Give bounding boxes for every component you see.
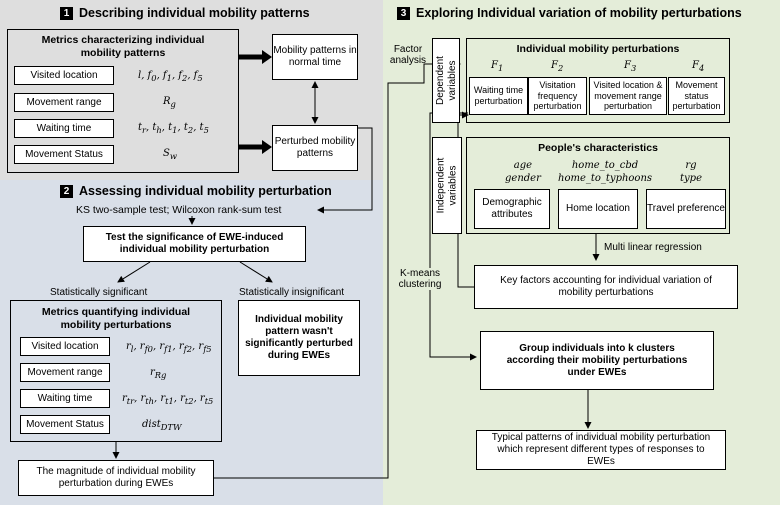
s1-movement-status: Movement Status (14, 145, 114, 164)
s1-movement-range: Movement range (14, 93, 114, 112)
var-gender: gender (505, 173, 541, 184)
kmeans-label: K-means clustering (392, 268, 448, 290)
factor-3-box: Visited location & movement range pertur… (589, 77, 667, 115)
section-2-number: 2 (60, 185, 73, 198)
section-1-number: 1 (60, 7, 73, 20)
s2-visited-location: Visited location (20, 337, 110, 356)
s1-visited-formula: l, f0, f1, f2, f5 (138, 70, 203, 83)
s2-range-formula: rRg (150, 367, 167, 380)
var-rg: rg (685, 160, 697, 171)
statistical-tests-label: KS two-sample test; Wilcoxon rank-sum te… (76, 204, 282, 216)
metrics-quantifying-box: Metrics quantifying individual mobility … (10, 300, 222, 442)
characteristics-box: People's characteristics (466, 137, 730, 234)
s2-movement-status: Movement Status (20, 415, 110, 434)
characteristics-title: People's characteristics (538, 142, 658, 154)
metrics-characterizing-box: Metrics characterizing individual mobili… (7, 29, 239, 173)
factor-4-box: Movement status perturbation (668, 77, 725, 115)
var-col-3: rg type (680, 159, 702, 185)
section-3-number: 3 (397, 7, 410, 20)
factor-2-symbol: F2 (551, 60, 564, 73)
var-col-2: home_to_cbd home_to_typhoons (558, 159, 652, 185)
section-2-title: 2 Assessing individual mobility perturbat… (60, 184, 332, 198)
var-col-1: age gender (505, 159, 541, 185)
factor-analysis-label: Factor analysis (389, 44, 427, 66)
demographic-attributes-box: Demographic attributes (474, 189, 550, 229)
factor-3-symbol: F3 (624, 60, 637, 73)
section-1-title: 1 Describing individual mobility patterns (60, 6, 310, 20)
perturbed-patterns-box: Perturbed mobility patterns (272, 125, 358, 171)
dependent-variables-text: Dependent variables (434, 56, 458, 105)
s2-waiting-formula: rtr, rth, rt1, rt2, rt5 (122, 393, 214, 406)
dependent-variables-label: Dependent variables (432, 38, 460, 123)
group-clusters-box: Group individuals into k clusters accord… (480, 331, 714, 390)
mobility-perturbations-box: Individual mobility perturbations (466, 38, 730, 123)
independent-variables-label: Independent variables (432, 137, 462, 234)
not-perturbed-box: Individual mobility pattern wasn't signi… (238, 300, 360, 376)
metrics-characterizing-title: Metrics characterizing individual mobili… (41, 34, 205, 59)
independent-variables-text: Independent variables (435, 157, 459, 214)
var-home-to-typhoons: home_to_typhoons (558, 173, 653, 184)
var-type: type (680, 173, 702, 184)
s2-visited-formula: rl, rf0, rf1, rf2, rf5 (126, 341, 212, 354)
insignificant-label: Statistically insignificant (239, 287, 345, 298)
home-location-box: Home location (558, 189, 638, 229)
var-home-to-cbd: home_to_cbd (571, 160, 639, 171)
factor-4-symbol: F4 (692, 60, 705, 73)
s2-movement-range: Movement range (20, 363, 110, 382)
s1-visited-location: Visited location (14, 66, 114, 85)
typical-patterns-box: Typical patterns of individual mobility … (476, 430, 726, 470)
s1-range-formula: Rg (163, 96, 176, 109)
s1-waiting-time: Waiting time (14, 119, 114, 138)
s1-status-formula: Sw (163, 148, 177, 161)
section-1-title-text: Describing individual mobility patterns (79, 6, 310, 20)
normal-patterns-box: Mobility patterns in normal time (272, 34, 358, 80)
significant-label: Statistically significant (50, 287, 148, 298)
key-factors-box: Key factors accounting for individual va… (474, 265, 738, 309)
section-2-title-text: Assessing individual mobility perturbati… (79, 184, 332, 198)
factor-1-box: Waiting time perturbation (469, 77, 528, 115)
travel-preference-box: Travel preference (646, 189, 726, 229)
regression-label: Multi linear regression (604, 242, 702, 253)
s2-waiting-time: Waiting time (20, 389, 110, 408)
factor-2-box: Visitation frequency perturbation (528, 77, 587, 115)
s1-waiting-formula: tr, th, t1, t2, t5 (138, 122, 209, 135)
var-age: age (513, 160, 533, 171)
significance-test-box: Test the significance of EWE-induced ind… (83, 226, 306, 262)
factor-1-symbol: F1 (491, 60, 504, 73)
s2-status-formula: distDTW (142, 419, 182, 432)
metrics-quantifying-title: Metrics quantifying individual mobility … (41, 306, 191, 331)
section-3-title: 3 Exploring Individual variation of mobil… (397, 6, 742, 20)
magnitude-box: The magnitude of individual mobility per… (18, 460, 214, 496)
mobility-perturbations-title: Individual mobility perturbations (516, 43, 680, 55)
section-3-title-text: Exploring Individual variation of mobili… (416, 6, 742, 20)
